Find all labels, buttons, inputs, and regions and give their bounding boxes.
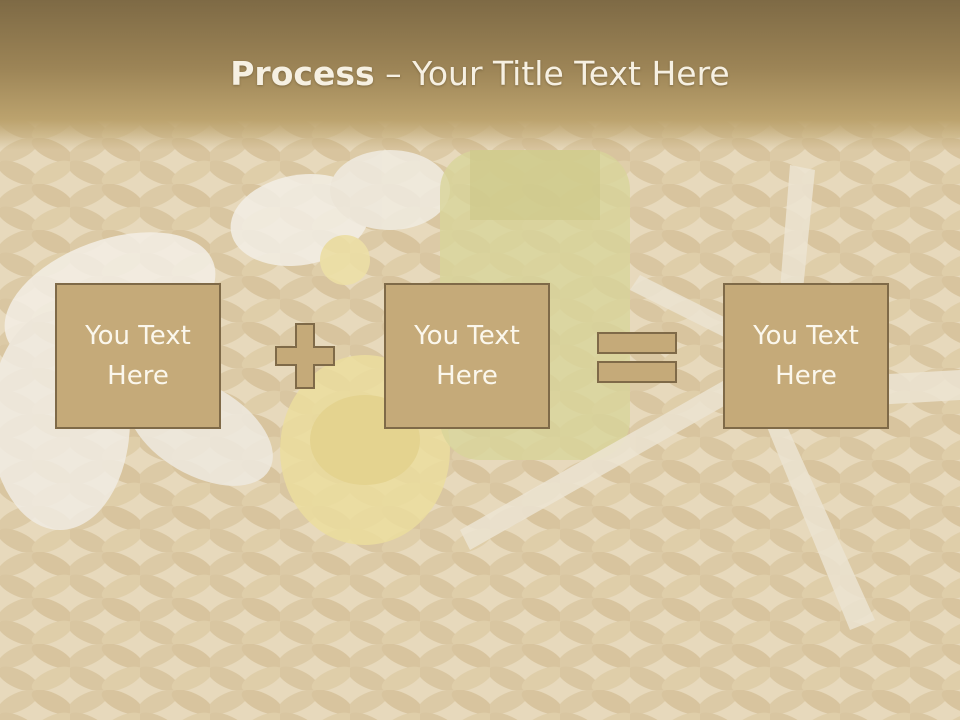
process-box-1[interactable]: You Text Here (55, 283, 221, 429)
process-box-2[interactable]: You Text Here (384, 283, 550, 429)
equals-icon (597, 332, 677, 383)
title-bold: Process (230, 54, 375, 93)
process-box-3-text: You Text Here (753, 321, 859, 391)
process-box-2-text: You Text Here (414, 321, 520, 391)
process-box-1-text: You Text Here (85, 321, 191, 391)
title-rest: – Your Title Text Here (374, 54, 730, 93)
title-bar: Process – Your Title Text Here (0, 0, 960, 150)
plus-icon (275, 323, 335, 389)
slide-title: Process – Your Title Text Here (0, 54, 960, 93)
process-box-3[interactable]: You Text Here (723, 283, 889, 429)
